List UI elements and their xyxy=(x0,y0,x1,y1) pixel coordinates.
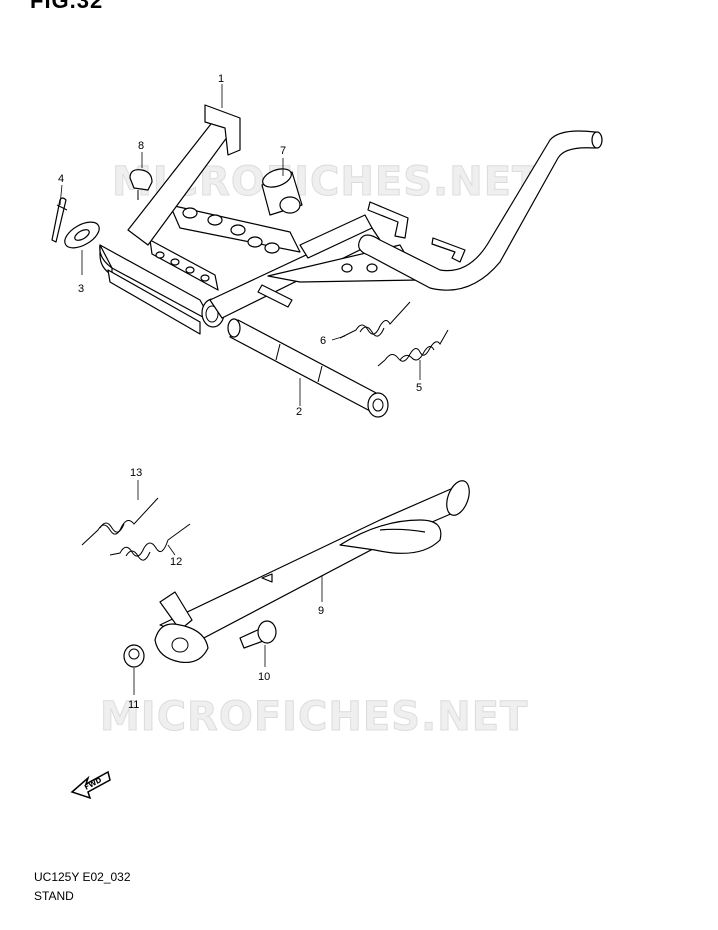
leader-6 xyxy=(331,335,346,341)
callout-2: 2 xyxy=(296,406,302,418)
leader-12 xyxy=(167,544,176,556)
spring-6 xyxy=(339,301,411,339)
stand-pin xyxy=(257,284,293,308)
side-stand xyxy=(154,480,470,664)
leader-4 xyxy=(59,184,63,206)
callout-8: 8 xyxy=(138,140,144,152)
stand-stopper xyxy=(129,169,153,200)
callout-4: 4 xyxy=(58,173,64,185)
callout-12: 12 xyxy=(170,556,182,568)
stand-shaft xyxy=(227,318,389,418)
spring-5 xyxy=(377,329,449,367)
callout-11: 11 xyxy=(128,699,139,711)
callout-9: 9 xyxy=(318,605,324,617)
stand-nut xyxy=(123,644,145,668)
rubber-stopper xyxy=(261,168,303,216)
watermark-bottom: MICROFICHES.NET xyxy=(100,694,528,740)
washer xyxy=(64,221,100,249)
callout-3: 3 xyxy=(78,283,84,295)
callout-1: 1 xyxy=(218,73,224,85)
callout-6: 6 xyxy=(320,335,326,347)
forward-direction-icon: FWD xyxy=(70,770,111,800)
figure-title: FIG.32 xyxy=(30,0,104,13)
cotter-pin xyxy=(51,197,68,243)
callout-13: 13 xyxy=(130,467,142,479)
callout-10: 10 xyxy=(258,671,270,683)
callout-5: 5 xyxy=(416,382,422,394)
spring-12 xyxy=(109,523,191,561)
figure-code: UC125Y E02_032 xyxy=(34,870,131,884)
stand-bolt xyxy=(239,620,277,649)
main-stand-frame xyxy=(99,104,603,335)
spring-13 xyxy=(81,497,159,546)
figure-name: STAND xyxy=(34,889,74,903)
callout-7: 7 xyxy=(280,145,286,157)
